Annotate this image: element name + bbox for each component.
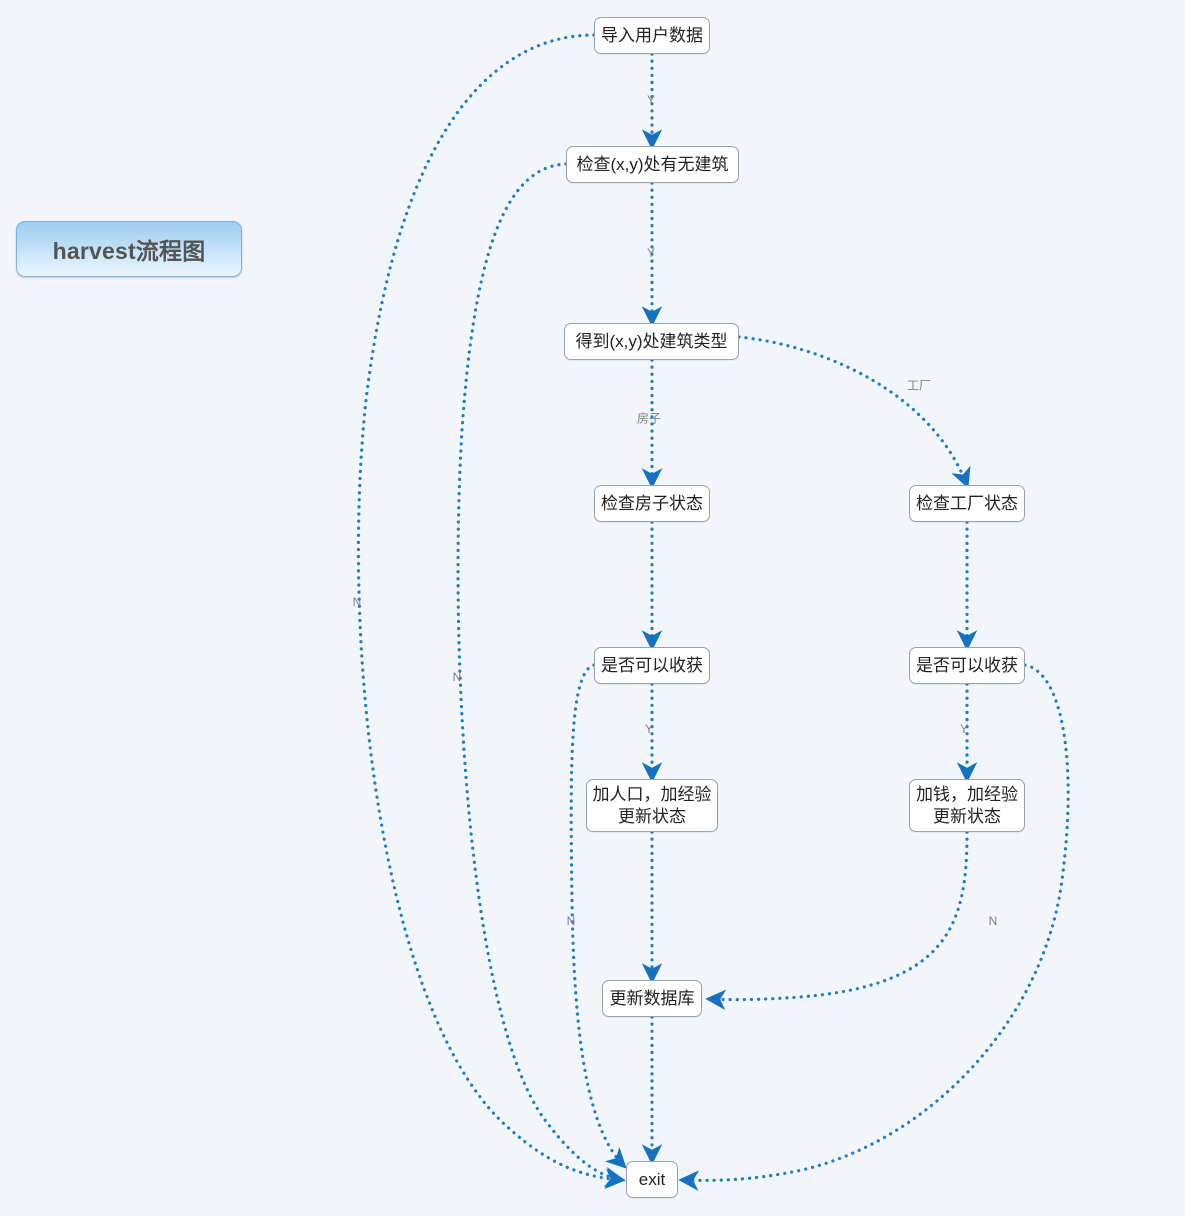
- flow-node-check_factory[interactable]: 检查工厂状态: [909, 485, 1025, 522]
- flow-edge: [356, 33, 626, 1190]
- edge-label: Y: [959, 722, 969, 736]
- edge-label: 房子: [636, 411, 662, 426]
- edge-label: Y: [646, 93, 656, 107]
- flow-edge: [737, 335, 971, 489]
- flow-node-can_harvest_f[interactable]: 是否可以收获: [909, 647, 1025, 684]
- flow-node-exit[interactable]: exit: [626, 1161, 678, 1198]
- flow-node-can_harvest_h[interactable]: 是否可以收获: [594, 647, 710, 684]
- edges-layer: [356, 33, 1070, 1191]
- edge-label: Y: [644, 722, 654, 736]
- diagram-title-box: harvest流程图: [16, 221, 242, 277]
- edge-label: N: [452, 670, 462, 684]
- flow-edge: [705, 830, 969, 1011]
- flow-node-check_xy[interactable]: 检查(x,y)处有无建筑: [566, 146, 739, 183]
- edge-label: N: [352, 595, 362, 609]
- flow-node-check_house[interactable]: 检查房子状态: [594, 485, 710, 522]
- flow-node-get_type[interactable]: 得到(x,y)处建筑类型: [564, 323, 739, 360]
- page-title: harvest流程图: [52, 238, 206, 264]
- edge-label: N: [988, 914, 998, 928]
- flow-node-reward_factory[interactable]: 加钱，加经验 更新状态: [909, 779, 1025, 832]
- flow-node-update_db[interactable]: 更新数据库: [602, 980, 702, 1017]
- flow-edge: [678, 663, 1070, 1191]
- flow-edge: [456, 162, 626, 1188]
- edge-label: 工厂: [906, 378, 932, 393]
- edge-label: N: [566, 914, 576, 928]
- flow-edge: [569, 663, 627, 1169]
- flow-node-import[interactable]: 导入用户数据: [594, 17, 710, 54]
- edge-label: Y: [646, 246, 656, 260]
- flow-node-reward_house[interactable]: 加人口，加经验 更新状态: [586, 779, 718, 832]
